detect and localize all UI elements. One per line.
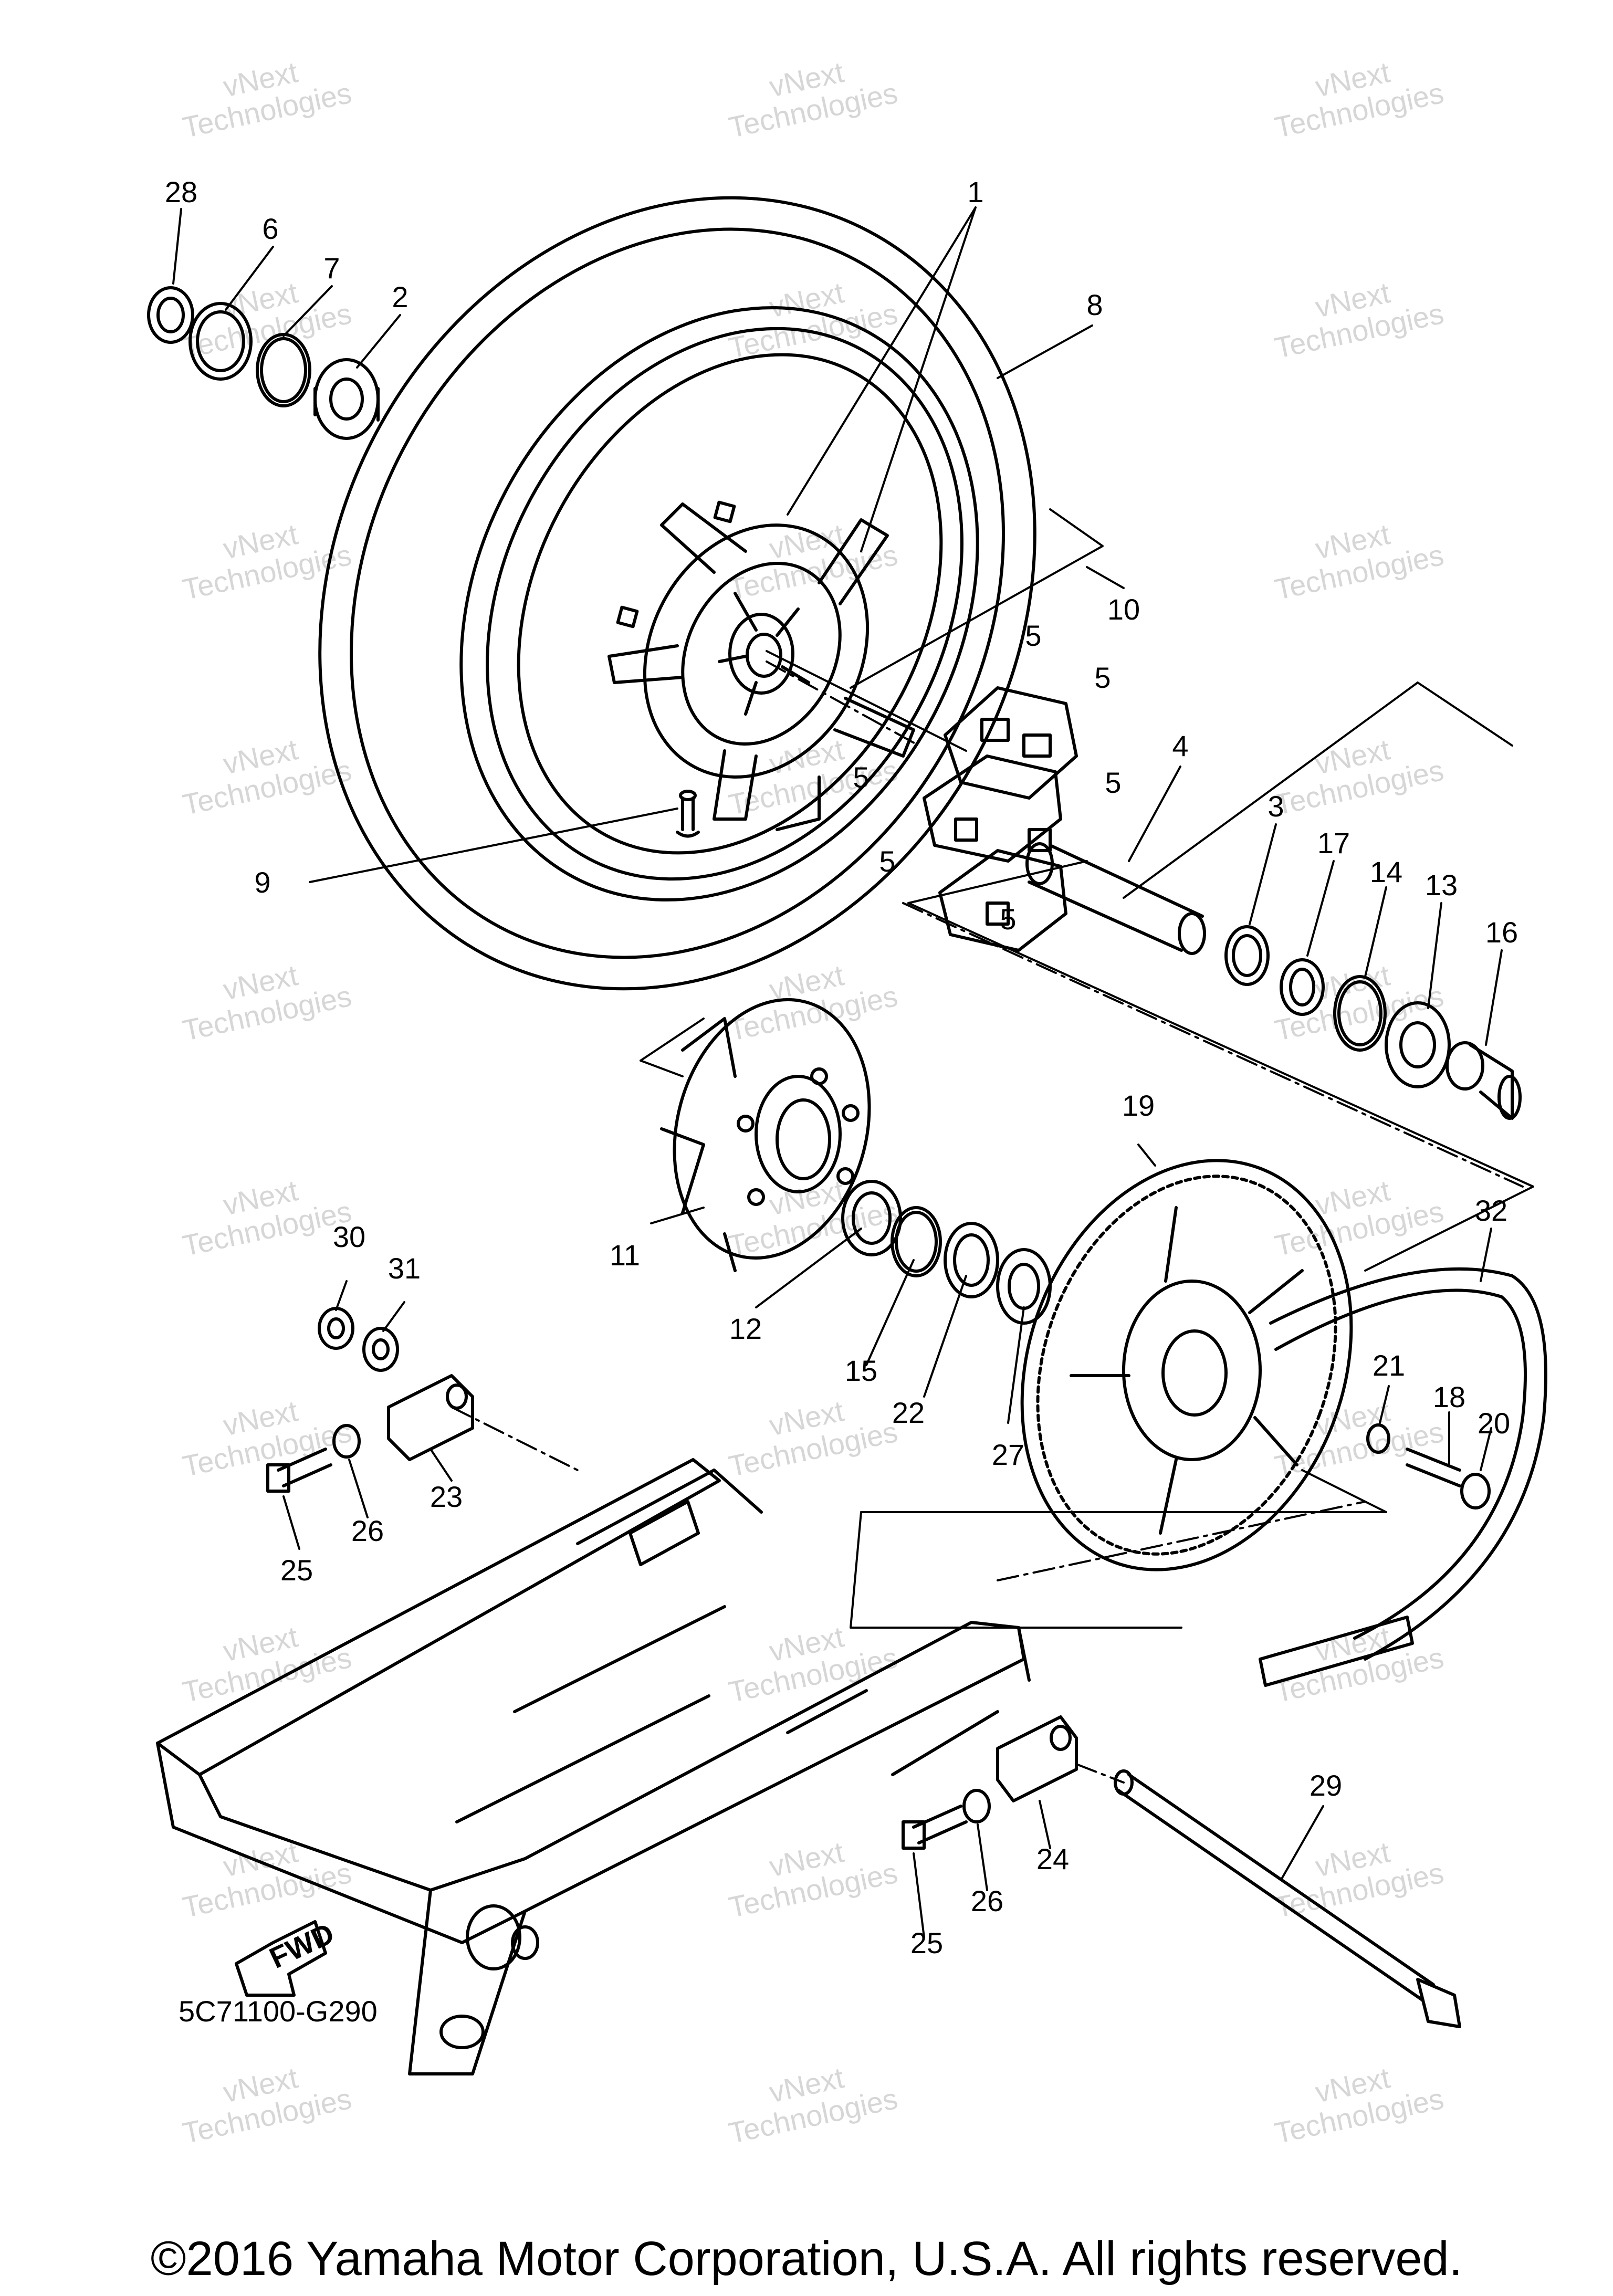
callout-c3: 3 — [1268, 790, 1284, 823]
callout-c25b: 25 — [910, 1926, 943, 1959]
callout-c22: 22 — [892, 1396, 925, 1429]
callout-c1: 1 — [967, 175, 983, 208]
pulley-fasteners — [1366, 1423, 1491, 1509]
callout-c28: 28 — [165, 175, 197, 208]
group-brackets — [640, 508, 1534, 1629]
tire-valve — [676, 796, 700, 838]
callout-c5d: 5 — [1105, 766, 1121, 799]
callout-c5f: 5 — [1000, 903, 1016, 936]
callout-c15: 15 — [845, 1354, 877, 1387]
callout-c25a: 25 — [280, 1554, 313, 1587]
callout-c17: 17 — [1317, 826, 1350, 859]
callout-c5e: 5 — [879, 845, 895, 878]
callout-c32: 32 — [1475, 1194, 1507, 1227]
callout-c7: 7 — [323, 251, 340, 285]
callout-c12: 12 — [729, 1312, 762, 1345]
callout-c26b: 26 — [971, 1884, 1003, 1917]
callout-c21: 21 — [1373, 1349, 1405, 1382]
callout-c18: 18 — [1433, 1380, 1465, 1413]
axle-adjusters — [266, 1307, 1078, 1850]
callout-c11: 11 — [610, 1239, 640, 1272]
hub-damper-rubbers — [923, 686, 1078, 952]
drive-belt — [1259, 1267, 1547, 1687]
callout-c5c: 5 — [853, 761, 869, 794]
swingarm — [156, 1458, 1031, 2075]
leader-lines — [172, 206, 1513, 1938]
fwd-arrow — [235, 1920, 327, 1997]
rear-pulley — [1020, 1159, 1353, 1571]
callout-c23: 23 — [430, 1480, 463, 1513]
callout-c14: 14 — [1370, 855, 1402, 888]
callout-c31: 31 — [388, 1252, 421, 1285]
copyright-notice: ©2016 Yamaha Motor Corporation, U.S.A. A… — [150, 2232, 1463, 2285]
callout-c10: 10 — [1107, 593, 1140, 626]
diagram-code: 5C71100-G290 — [179, 1995, 378, 2028]
callout-c30: 30 — [333, 1220, 365, 1253]
callout-c26a: 26 — [351, 1514, 384, 1547]
callout-c6: 6 — [262, 212, 278, 245]
drive-hub-assembly — [660, 998, 1052, 1325]
callout-c19: 19 — [1122, 1089, 1155, 1122]
rear-wheel-tire — [318, 196, 1036, 991]
callout-c5a: 5 — [1025, 619, 1041, 652]
callout-c20: 20 — [1478, 1407, 1510, 1440]
callout-c13: 13 — [1425, 868, 1458, 901]
guide-lines — [451, 661, 1524, 1784]
left-bearing-stack — [147, 286, 380, 440]
callout-c24: 24 — [1036, 1842, 1069, 1875]
callout-c2: 2 — [392, 280, 408, 313]
callout-c27: 27 — [992, 1438, 1024, 1471]
callout-c8: 8 — [1086, 288, 1103, 321]
callout-c16: 16 — [1485, 916, 1518, 949]
callout-c4: 4 — [1172, 729, 1188, 762]
callout-c9: 9 — [254, 866, 270, 899]
callout-c29: 29 — [1310, 1769, 1342, 1802]
callout-c5b: 5 — [1094, 661, 1111, 694]
axle-spacer-stack — [1025, 842, 1522, 1120]
